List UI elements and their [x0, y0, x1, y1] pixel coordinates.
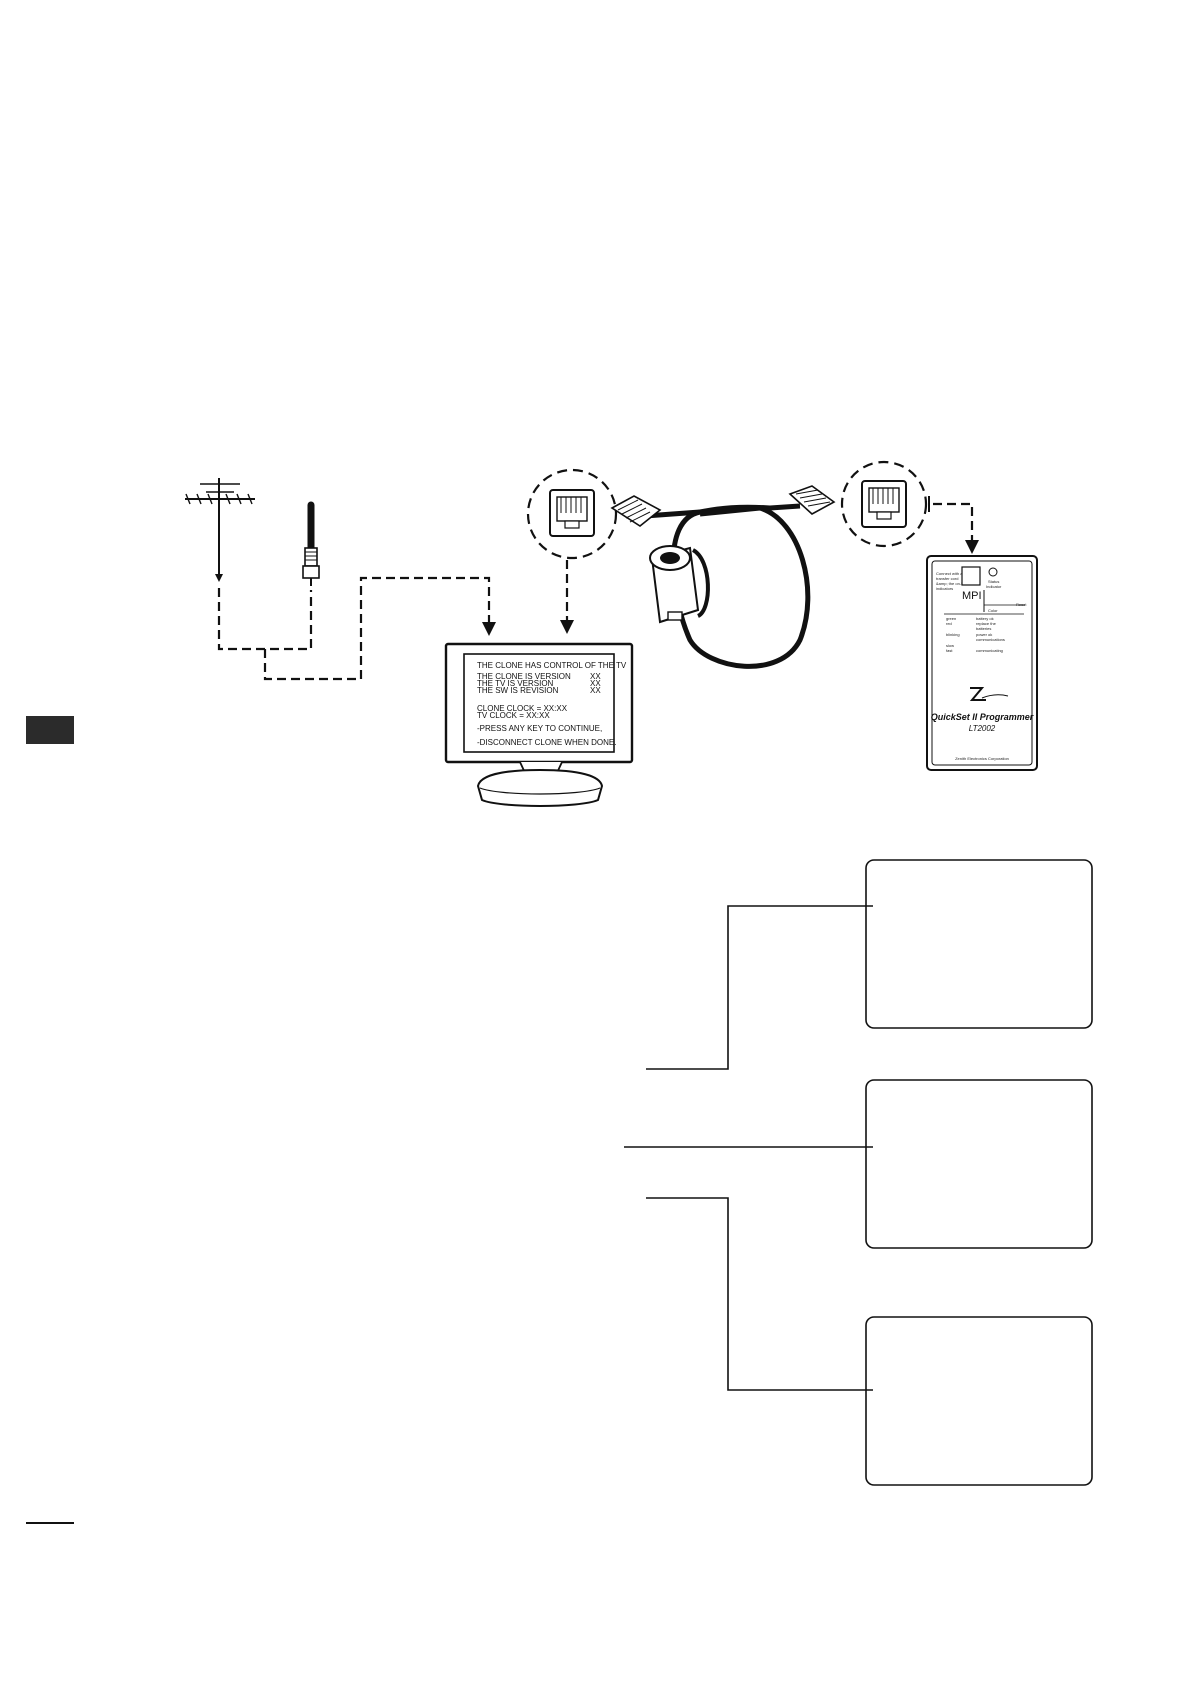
prog-label-17: power ok — [976, 632, 992, 637]
prog-label-10: red — [946, 621, 952, 626]
prog-label-4: indicators — [936, 586, 953, 591]
tv-phone-jack-icon — [526, 468, 618, 560]
prog-label-1: Connect with a — [936, 571, 963, 576]
prog-label-13: fast — [946, 648, 953, 653]
prog-label-2: transfer cord — [936, 576, 958, 581]
leader-line-1 — [646, 905, 873, 1070]
programmer-device: Connect with a transfer cord &amp; the o… — [926, 555, 1038, 771]
prog-label-19: communicating — [976, 648, 1003, 653]
tv-value-3: XX — [590, 686, 601, 695]
mpi-port-icon — [961, 566, 981, 586]
tv-line-8: -DISCONNECT CLONE WHEN DONE. — [477, 738, 616, 747]
side-tab — [26, 716, 74, 744]
callout-box-1 — [865, 859, 1093, 1029]
prog-label-8: Color — [988, 608, 998, 613]
tv-line-3: THE TV IS VERSION — [477, 679, 554, 688]
tv-line-1: THE CLONE HAS CONTROL OF THE TV — [477, 661, 627, 670]
ferrite-core-icon — [649, 545, 710, 624]
programmer-phone-jack-icon — [840, 460, 928, 548]
prog-label-5: Status — [988, 579, 999, 584]
leader-line-3 — [646, 1197, 873, 1391]
programmer-model: LT2002 — [969, 724, 996, 733]
prog-label-12: slow — [946, 643, 954, 648]
prog-label-7: Reset — [1016, 602, 1027, 607]
callout-box-3 — [865, 1316, 1093, 1486]
prog-label-14: battery ok — [976, 616, 994, 621]
prog-label-16: batteries — [976, 626, 991, 631]
tv-value-2: XX — [590, 679, 601, 688]
zenith-logo-icon — [969, 687, 1009, 701]
prog-label-6: Indicator — [986, 584, 1002, 589]
left-plug-icon — [610, 495, 662, 527]
programmer-name: QuickSet II Programmer — [931, 712, 1034, 722]
tv-line-2: THE CLONE IS VERSION — [477, 672, 571, 681]
prog-label-9: green — [946, 616, 956, 621]
transfer-cable-icon — [610, 485, 836, 669]
right-plug-icon — [788, 485, 836, 515]
tv-line-7: -PRESS ANY KEY TO CONTINUE, — [477, 724, 602, 733]
prog-label-18: communications — [976, 637, 1005, 642]
tv-line-6: TV CLOCK = XX:XX — [477, 711, 550, 720]
callout-box-2 — [865, 1079, 1093, 1249]
tv-value-1: XX — [590, 672, 601, 681]
antenna-icon — [185, 478, 255, 570]
mpi-label: MPI — [962, 590, 982, 602]
television-icon: THE CLONE HAS CONTROL OF THE TV THE CLON… — [444, 642, 634, 807]
coax-cable-icon — [302, 501, 320, 586]
prog-footer-label: Zenith Electronics Corporation — [955, 756, 1009, 761]
status-indicator-icon — [988, 567, 998, 577]
prog-label-3: &amp; the on-board — [936, 581, 971, 586]
tv-line-5: CLONE CLOCK = XX:XX — [477, 704, 568, 713]
prog-label-15: replace the — [976, 621, 997, 626]
tv-line-4: THE SW IS REVISION — [477, 686, 559, 695]
prog-label-11: blinking — [946, 632, 960, 637]
